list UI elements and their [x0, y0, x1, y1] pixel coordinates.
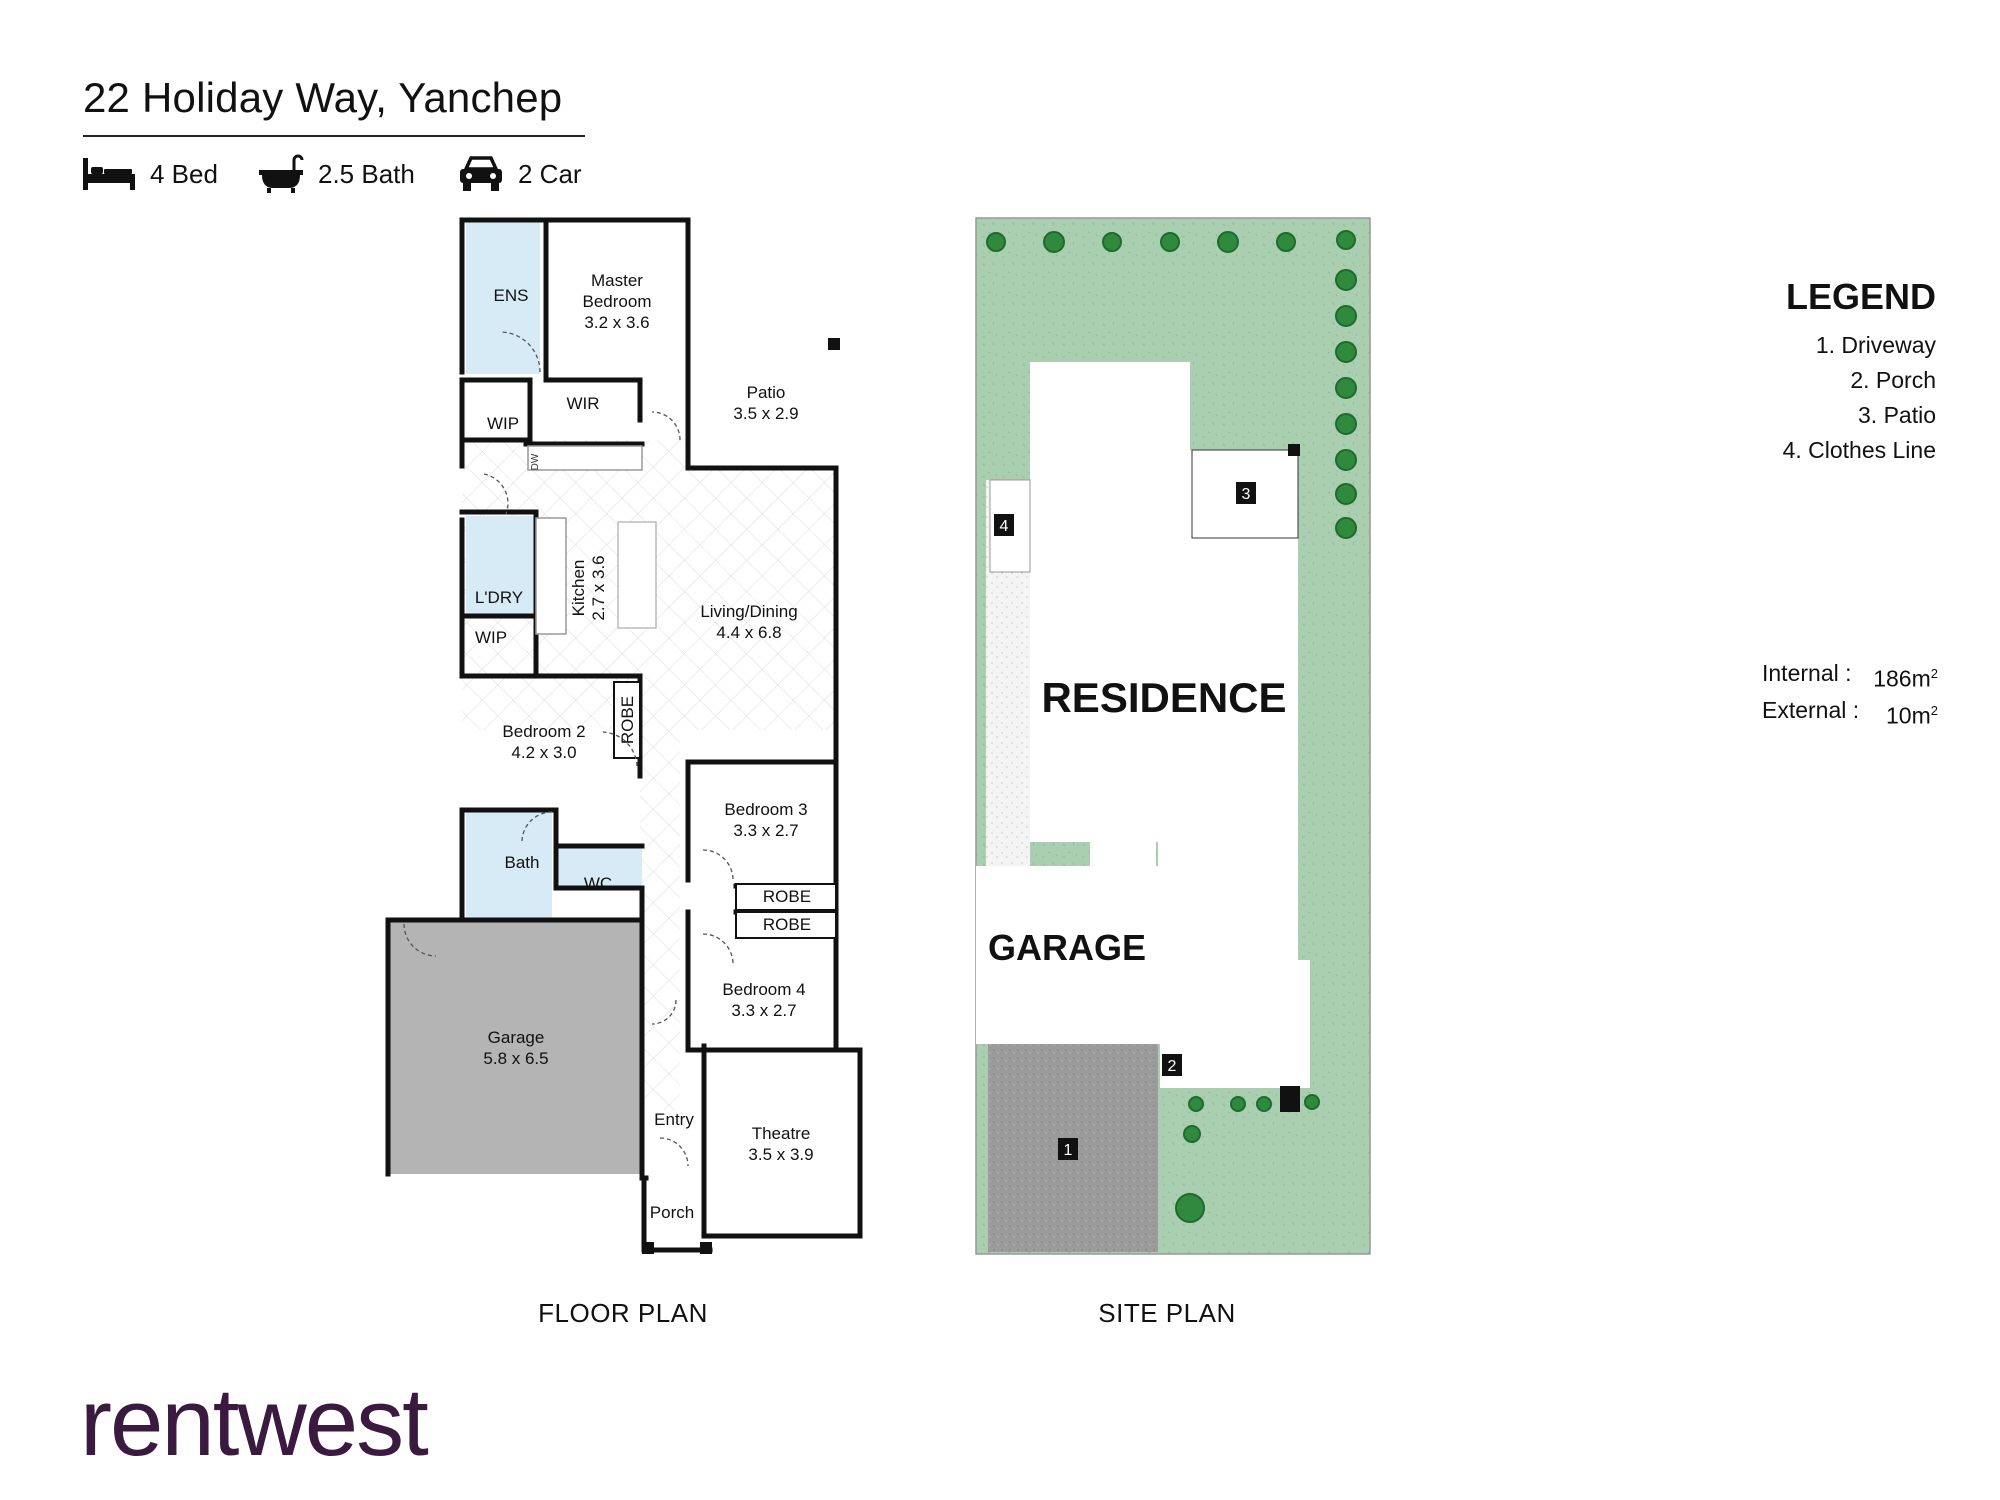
floor-plan-caption: FLOOR PLAN: [538, 1298, 708, 1328]
kitchen-bench-top: [527, 445, 643, 471]
site-plan: RESIDENCE GARAGE 1 2 3 4 SITE PLAN: [975, 217, 1371, 1328]
room-label-master: Master: [591, 271, 643, 290]
site-marker-1: 1: [1058, 1138, 1078, 1160]
room-label-theatre: Theatre: [752, 1124, 811, 1143]
legend-item-patio: 3. Patio: [1858, 402, 1936, 428]
bathtub-icon: [259, 154, 304, 193]
bed-count-label: 4 Bed: [150, 158, 218, 189]
brand-logo: rentwest: [80, 1369, 429, 1476]
room-label-ensuite: ENS: [494, 286, 529, 305]
car-icon: [460, 156, 502, 191]
internal-area-unit: 2: [1930, 666, 1938, 681]
room-size-bedroom-4: 3.3 x 2.7: [731, 1001, 796, 1020]
site-label-residence: RESIDENCE: [1041, 674, 1286, 721]
site-marker-2: 2: [1162, 1054, 1182, 1076]
legend-item-clothes-line: 4. Clothes Line: [1782, 437, 1936, 463]
room-label-kitchen: Kitchen: [569, 560, 588, 617]
external-area-row: External : 10m2: [1762, 695, 1938, 732]
garage-footprint: [976, 866, 1158, 1044]
room-size-patio: 3.5 x 2.9: [733, 404, 798, 423]
room-label-master-2: Bedroom: [583, 292, 652, 311]
svg-text:1: 1: [1064, 1142, 1073, 1159]
tiled-hall: [640, 730, 680, 1110]
dishwasher-label: DW: [530, 453, 541, 470]
external-area-label: External :: [1762, 696, 1860, 723]
area-summary: Internal : 186m2 External : 10m2: [1762, 658, 1938, 731]
floor-plan: ENS Master Bedroom 3.2 x 3.6 WIR WIP Pat…: [385, 217, 863, 1328]
legend-title: LEGEND: [1785, 276, 1936, 317]
external-area-value: 10m2: [1886, 702, 1938, 729]
room-size-bedroom-3: 3.3 x 2.7: [733, 821, 798, 840]
bed-count: 4 Bed: [82, 154, 218, 194]
svg-text:4: 4: [1000, 518, 1009, 535]
site-plan-caption: SITE PLAN: [1098, 1298, 1235, 1328]
room-label-bath: Bath: [505, 853, 540, 872]
laundry-floor: [466, 516, 534, 616]
room-label-robe-2: ROBE: [763, 915, 811, 934]
door-swings: [403, 331, 734, 1167]
room-size-theatre: 3.5 x 3.9: [748, 1145, 813, 1164]
title-divider: [83, 135, 585, 137]
room-label-wip-top: WIP: [487, 414, 519, 433]
room-size-garage: 5.8 x 6.5: [483, 1049, 548, 1068]
room-label-robe-1: ROBE: [763, 887, 811, 906]
room-label-patio: Patio: [747, 383, 786, 402]
room-label-wc: WC: [584, 874, 612, 893]
patio-floor: [690, 338, 836, 468]
bathroom-floor: [466, 808, 552, 918]
external-area-unit: 2: [1930, 702, 1938, 718]
room-label-bedroom-2: Bedroom 2: [502, 722, 585, 741]
site-marker-4: 4: [994, 514, 1014, 536]
room-label-garage: Garage: [488, 1028, 545, 1047]
internal-area-row: Internal : 186m2: [1762, 658, 1938, 695]
posts: [642, 338, 840, 1254]
trees: [986, 230, 1357, 1223]
room-label-robe-bed2: ROBE: [618, 696, 637, 744]
room-label-bedroom-4: Bedroom 4: [722, 980, 805, 999]
bath-count: 2.5 Bath: [258, 154, 415, 194]
svg-text:3: 3: [1242, 486, 1251, 503]
car-count: 2 Car: [458, 154, 582, 194]
kitchen-island: [617, 521, 657, 629]
room-size-bedroom-2: 4.2 x 3.0: [511, 743, 576, 762]
room-size-master: 3.2 x 3.6: [584, 313, 649, 332]
svg-text:2: 2: [1168, 1058, 1177, 1075]
robe-bed4-box: [735, 911, 837, 939]
legend-item-driveway: 1. Driveway: [1815, 332, 1936, 358]
robe-bed2: [613, 681, 641, 759]
site-bin: [1280, 1086, 1300, 1112]
site-marker-3: 3: [1236, 482, 1256, 504]
room-label-entry: Entry: [654, 1110, 694, 1129]
robe-bed3-box: [735, 883, 837, 911]
garage-floor: [388, 918, 640, 1174]
internal-area-value: 186m2: [1873, 665, 1938, 692]
ensuite-floor: [466, 222, 540, 374]
bed-icon: [83, 158, 135, 190]
bath-count-label: 2.5 Bath: [318, 158, 415, 189]
room-label-living: Living/Dining: [700, 602, 797, 621]
site-post: [1288, 444, 1300, 456]
room-label-porch: Porch: [650, 1203, 694, 1222]
kitchen-bench: [535, 517, 567, 635]
room-size-living: 4.4 x 6.8: [716, 623, 781, 642]
internal-area-label: Internal :: [1762, 660, 1852, 686]
legend-item-porch: 2. Porch: [1850, 367, 1936, 393]
car-count-label: 2 Car: [518, 158, 582, 189]
room-label-bedroom-3: Bedroom 3: [724, 800, 807, 819]
room-label-laundry: L'DRY: [475, 588, 523, 607]
room-size-kitchen: 2.7 x 3.6: [589, 555, 608, 620]
room-label-wip-bottom: WIP: [475, 628, 507, 647]
site-label-garage: GARAGE: [988, 927, 1146, 968]
wc-floor: [556, 846, 642, 886]
room-label-wir: WIR: [566, 394, 599, 413]
walls: [385, 217, 863, 1253]
page-title: 22 Holiday Way, Yanchep: [83, 74, 563, 121]
legend: LEGEND 1. Driveway 2. Porch 3. Patio 4. …: [1783, 276, 1936, 468]
